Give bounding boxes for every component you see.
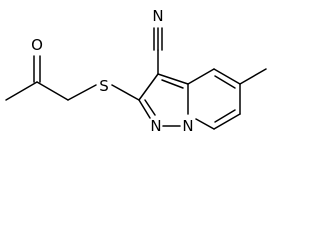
bond-c3-c3a — [157, 73, 189, 85]
bond-sulfur-c2 — [111, 84, 140, 101]
bond-c6-c7 — [213, 113, 241, 130]
bond-n2-c2-b — [144, 99, 156, 116]
bond-c4-c5 — [213, 68, 241, 85]
atom-label-sulfur: S — [99, 77, 109, 95]
atom-label-carbonyl-o: O — [31, 36, 43, 54]
bond-carbonyl-ch2 — [36, 81, 69, 101]
bond-c4-c5-inner — [214, 75, 236, 89]
bond-c7-n1 — [195, 118, 215, 130]
atom-label-pyrazole-n2: N — [150, 117, 161, 135]
bond-c3a-c4 — [187, 68, 215, 85]
bond-methyl-carbonyl — [5, 81, 38, 101]
bond-n2-c2-a — [138, 99, 151, 119]
structure-canvas: N S O N N — [5, 7, 267, 135]
atom-label-nitrile-n: N — [152, 7, 163, 25]
bond-c2-c3 — [138, 73, 159, 101]
bond-ch2-sulfur — [67, 84, 97, 101]
molecule-diagram: N S O N N — [5, 7, 267, 135]
bond-c3-c3a-inner — [161, 79, 184, 89]
bond-c5-methyl — [239, 68, 267, 85]
atom-label-pyrazole-n1: N — [182, 117, 193, 135]
bond-c6-c7-inner — [214, 109, 236, 123]
